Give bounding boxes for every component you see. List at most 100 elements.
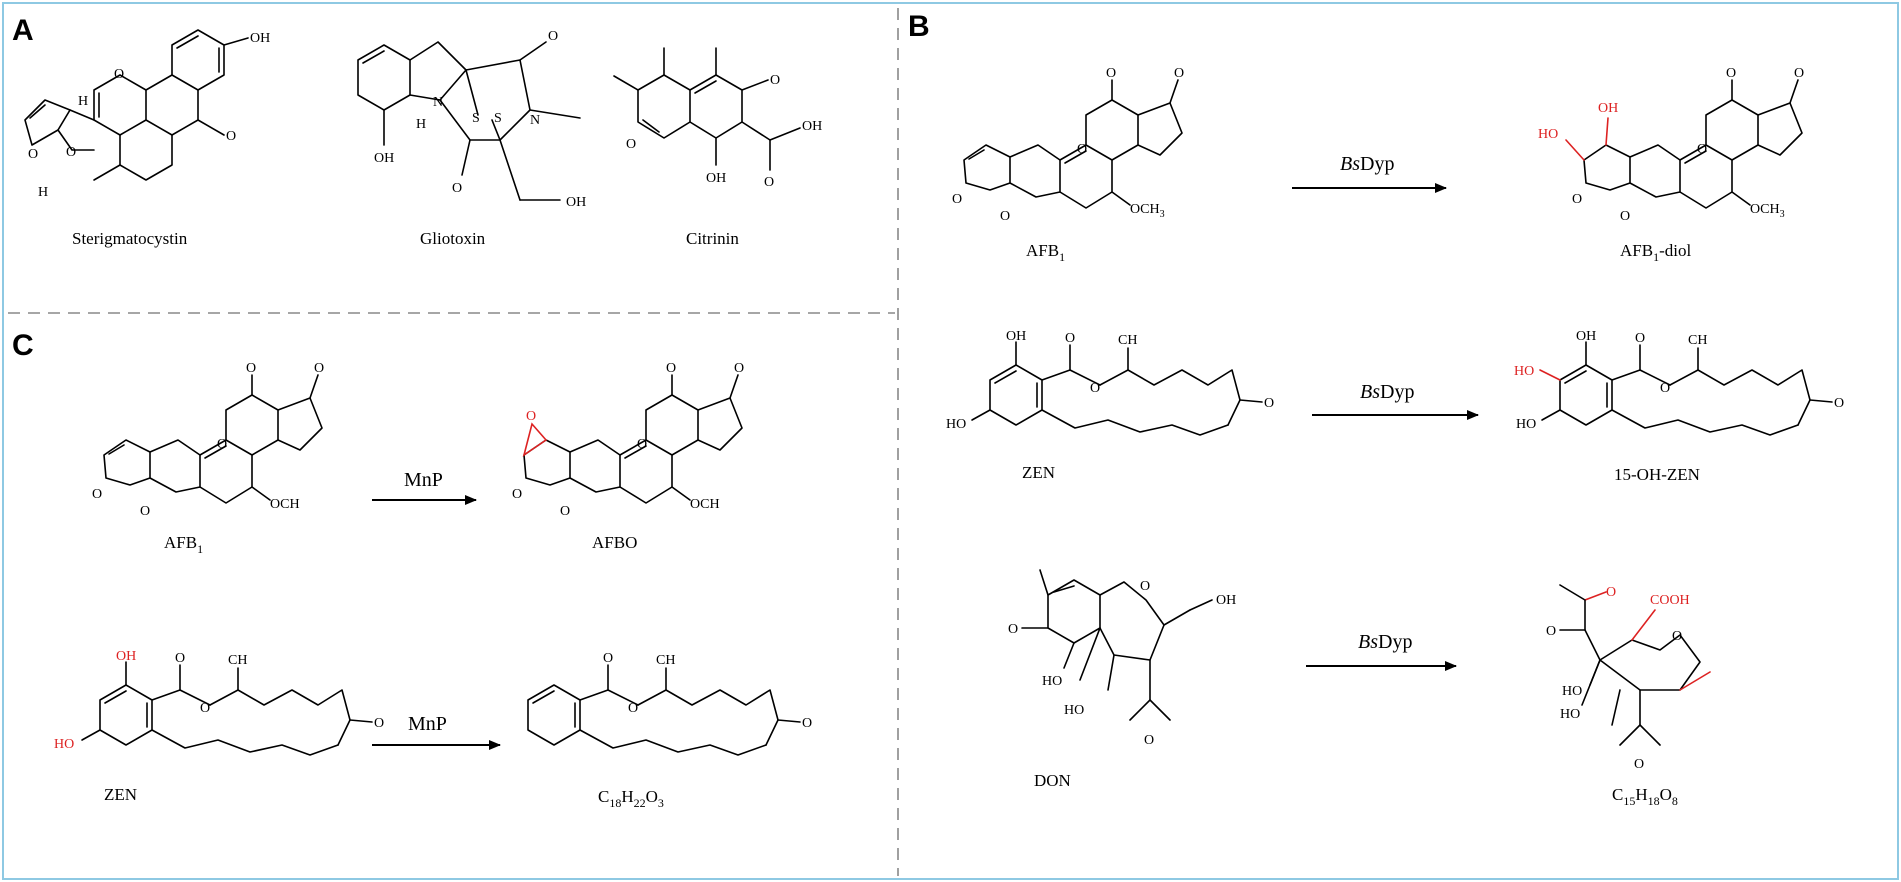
svg-text:HO: HO	[54, 737, 74, 752]
svg-text:CH: CH	[1118, 333, 1137, 348]
svg-text:OCH: OCH	[690, 497, 720, 512]
svg-text:O: O	[314, 361, 324, 376]
svg-text:CH: CH	[228, 653, 247, 668]
label-c18h22o3: C18H22O3	[598, 787, 664, 810]
svg-text:O: O	[1726, 66, 1736, 81]
svg-text:O: O	[217, 437, 227, 452]
label-c15h18o8: C15H18O8	[1612, 785, 1678, 808]
svg-text:OCH3: OCH3	[1750, 202, 1785, 220]
svg-text:HO: HO	[1538, 127, 1558, 142]
label-zen-c: ZEN	[104, 785, 137, 804]
svg-text:H: H	[78, 94, 88, 109]
structure-afb1-b: O O O O O OCH3 AFB1	[952, 66, 1184, 264]
svg-text:O: O	[1606, 585, 1616, 600]
svg-text:S: S	[472, 111, 480, 126]
svg-text:O: O	[452, 181, 462, 196]
svg-text:O: O	[626, 137, 636, 152]
svg-text:N: N	[433, 95, 443, 110]
label-sterigmatocystin: Sterigmatocystin	[72, 229, 188, 248]
svg-text:H: H	[416, 117, 426, 132]
svg-text:N: N	[530, 113, 540, 128]
label-zen-b: ZEN	[1022, 463, 1055, 482]
svg-text:O: O	[1634, 757, 1644, 772]
label-afb1-b: AFB1	[1026, 241, 1065, 264]
svg-text:O: O	[28, 147, 38, 162]
svg-text:O: O	[603, 651, 613, 666]
svg-text:O: O	[1008, 622, 1018, 637]
structure-gliotoxin: O O N N S S OH OH H Gliotoxin	[357, 29, 586, 248]
svg-text:O: O	[1834, 396, 1844, 411]
svg-text:HO: HO	[1560, 707, 1580, 722]
svg-text:O: O	[200, 701, 210, 716]
svg-text:O: O	[1620, 209, 1630, 224]
svg-text:O: O	[1106, 66, 1116, 81]
svg-text:HO: HO	[946, 417, 966, 432]
svg-text:O: O	[512, 487, 522, 502]
svg-text:OH: OH	[374, 151, 394, 166]
reaction-arrow-c1: MnP	[372, 469, 477, 505]
svg-text:O: O	[1090, 381, 1100, 396]
svg-text:O: O	[1264, 396, 1274, 411]
structure-sterigmatocystin: OH O O O O H H Sterigmatocystin	[24, 29, 270, 248]
svg-text:OH: OH	[1576, 329, 1596, 344]
svg-text:O: O	[952, 192, 962, 207]
svg-text:O: O	[734, 361, 744, 376]
label-don: DON	[1034, 771, 1071, 790]
svg-text:O: O	[1174, 66, 1184, 81]
svg-text:HO: HO	[1516, 417, 1536, 432]
enzyme-label-b1: BsDyp	[1340, 153, 1394, 175]
label-afb1-diol: AFB1-diol	[1620, 241, 1691, 264]
svg-text:H: H	[38, 185, 48, 200]
svg-text:O: O	[1000, 209, 1010, 224]
svg-text:O: O	[548, 29, 558, 44]
svg-text:O: O	[175, 651, 185, 666]
svg-text:O: O	[770, 73, 780, 88]
reaction-arrow-b1: BsDyp	[1292, 153, 1447, 193]
panel-letter-b: B	[908, 10, 930, 43]
svg-text:O: O	[1140, 579, 1150, 594]
svg-text:O: O	[66, 145, 76, 160]
svg-text:OH: OH	[802, 119, 822, 134]
svg-text:O: O	[1572, 192, 1582, 207]
svg-text:CH: CH	[1688, 333, 1707, 348]
svg-text:O: O	[526, 409, 536, 424]
svg-text:OCH: OCH	[270, 497, 300, 512]
structure-15-oh-zen: OH HO HO O O O CH 15-OH-ZEN	[1514, 329, 1844, 484]
enzyme-label-c2: MnP	[408, 713, 447, 735]
svg-text:O: O	[560, 504, 570, 519]
panel-c: O O O O O OCH AFB1 MnP O O O	[54, 361, 812, 810]
label-gliotoxin: Gliotoxin	[420, 229, 486, 248]
svg-text:O: O	[1672, 629, 1682, 644]
svg-text:O: O	[1546, 624, 1556, 639]
panel-letter-c: C	[12, 329, 34, 362]
svg-text:OH: OH	[1598, 101, 1618, 116]
structure-afb1-diol: O O O O O HO OH OCH3 AFB1-diol	[1538, 66, 1804, 264]
svg-text:HO: HO	[1042, 674, 1062, 689]
svg-text:O: O	[1144, 733, 1154, 748]
svg-text:O: O	[246, 361, 256, 376]
panel-letter-a: A	[12, 14, 34, 47]
label-afb1-c: AFB1	[164, 533, 203, 556]
svg-text:O: O	[374, 716, 384, 731]
svg-text:O: O	[1697, 142, 1707, 157]
svg-text:O: O	[226, 129, 236, 144]
svg-text:HO: HO	[1514, 364, 1534, 379]
svg-text:HO: HO	[1562, 684, 1582, 699]
structure-c18h22o3: O O O CH C18H22O3	[527, 651, 812, 810]
svg-text:O: O	[140, 504, 150, 519]
label-citrinin: Citrinin	[686, 229, 739, 248]
label-15-oh-zen: 15-OH-ZEN	[1614, 465, 1700, 484]
svg-text:OCH3: OCH3	[1130, 202, 1165, 220]
enzyme-label-b3: BsDyp	[1358, 631, 1412, 653]
svg-text:O: O	[637, 437, 647, 452]
svg-text:S: S	[494, 111, 502, 126]
panel-a: OH O O O O H H Sterigmatocystin O O N	[24, 29, 822, 248]
enzyme-label-b2: BsDyp	[1360, 381, 1414, 403]
svg-text:CH: CH	[656, 653, 675, 668]
svg-text:O: O	[114, 67, 124, 82]
svg-text:OH: OH	[1216, 593, 1236, 608]
svg-text:O: O	[1660, 381, 1670, 396]
structure-citrinin: O O OH OH O Citrinin	[613, 47, 822, 248]
